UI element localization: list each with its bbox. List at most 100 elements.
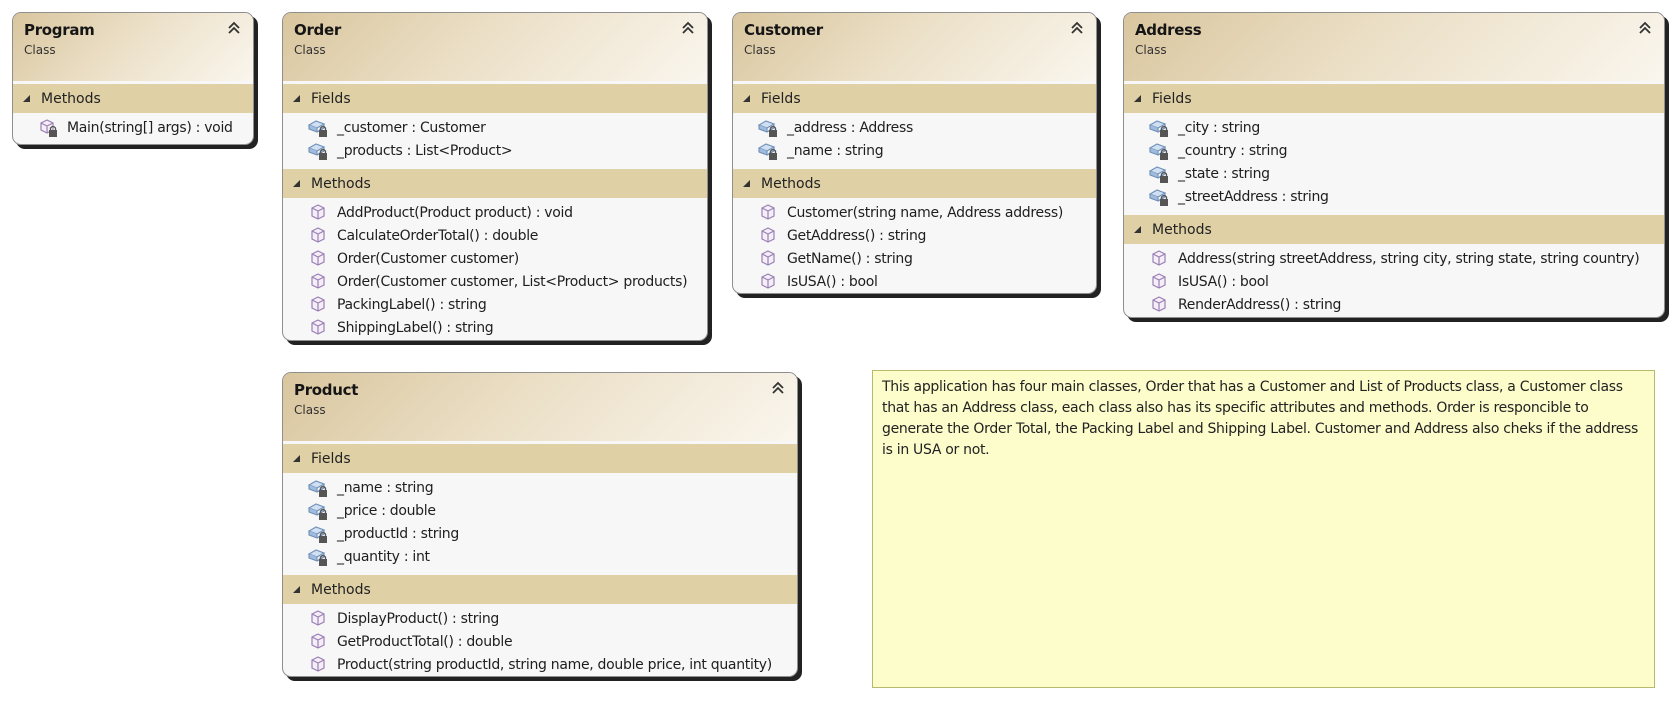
method-row[interactable]: Product(string productId, string name, d… [283,653,797,676]
expanded-triangle-icon [23,95,30,102]
expanded-triangle-icon [293,95,300,102]
class-box-program[interactable]: Program Class Methods Main(string[] args… [12,12,254,145]
method-row[interactable]: Address(string streetAddress, string cit… [1124,247,1664,270]
private-field-icon [307,502,327,520]
member-signature: CalculateOrderTotal() : double [337,227,539,244]
member-signature: Address(string streetAddress, string cit… [1178,250,1640,267]
field-row[interactable]: _products : List<Product> [283,139,707,162]
double-chevron-up-icon[interactable] [681,21,695,35]
method-cube-icon [311,272,325,289]
section-header-fields[interactable]: Fields [283,444,797,473]
class-box-address[interactable]: Address Class Fields _city : string _cou… [1123,12,1665,318]
member-signature: _streetAddress : string [1178,188,1329,205]
section-header-fields[interactable]: Fields [283,84,707,113]
note-text: This application has four main classes, … [882,379,1639,458]
field-row[interactable]: _address : Address [733,116,1096,139]
member-list: Address(string streetAddress, string cit… [1124,244,1664,317]
class-kind: Class [294,403,326,417]
member-signature: _state : string [1178,165,1270,182]
field-row[interactable]: _streetAddress : string [1124,185,1664,208]
private-field-icon [757,119,777,137]
field-row[interactable]: _country : string [1124,139,1664,162]
class-header[interactable]: Address Class [1124,13,1664,81]
method-cube-icon [1152,272,1166,289]
method-row[interactable]: Customer(string name, Address address) [733,201,1096,224]
method-row[interactable]: GetName() : string [733,247,1096,270]
method-cube-icon [761,272,775,289]
private-field-icon [307,548,327,566]
section-label: Fields [311,90,351,107]
field-row[interactable]: _price : double [283,499,797,522]
field-row[interactable]: _productId : string [283,522,797,545]
private-field-icon [1148,165,1168,183]
member-list: _customer : Customer _products : List<Pr… [283,113,707,166]
field-row[interactable]: _name : string [283,476,797,499]
member-signature: _name : string [787,142,884,159]
member-list: Customer(string name, Address address) G… [733,198,1096,293]
method-cube-icon [761,226,775,243]
method-row[interactable]: RenderAddress() : string [1124,293,1664,316]
method-row[interactable]: Main(string[] args) : void [13,116,253,139]
comment-note[interactable]: This application has four main classes, … [872,370,1655,688]
section-header-methods[interactable]: Methods [283,169,707,198]
field-row[interactable]: _city : string [1124,116,1664,139]
private-field-icon [757,142,777,160]
field-row[interactable]: _quantity : int [283,545,797,568]
class-box-product[interactable]: Product Class Fields _name : string _pri… [282,372,798,677]
member-list: _address : Address _name : string [733,113,1096,166]
double-chevron-up-icon[interactable] [1070,21,1084,35]
double-chevron-up-icon[interactable] [227,21,241,35]
field-row[interactable]: _state : string [1124,162,1664,185]
method-cube-icon [311,203,325,220]
section-label: Methods [311,175,371,192]
section-header-methods[interactable]: Methods [733,169,1096,198]
double-chevron-up-icon[interactable] [1638,21,1652,35]
method-row[interactable]: Order(Customer customer, List<Product> p… [283,270,707,293]
member-signature: Main(string[] args) : void [67,119,233,136]
method-row[interactable]: IsUSA() : bool [733,270,1096,293]
class-box-order[interactable]: Order Class Fields _customer : Customer … [282,12,708,341]
section-label: Methods [761,175,821,192]
class-name: Order [294,21,341,39]
section-header-fields[interactable]: Fields [733,84,1096,113]
method-cube-icon [761,249,775,266]
method-cube-icon [311,609,325,626]
class-header[interactable]: Order Class [283,13,707,81]
method-row[interactable]: GetAddress() : string [733,224,1096,247]
method-row[interactable]: DisplayProduct() : string [283,607,797,630]
method-row[interactable]: ShippingLabel() : string [283,316,707,339]
class-box-customer[interactable]: Customer Class Fields _address : Address… [732,12,1097,294]
class-name: Program [24,21,95,39]
private-field-icon [307,119,327,137]
member-signature: GetAddress() : string [787,227,927,244]
class-header[interactable]: Customer Class [733,13,1096,81]
double-chevron-up-icon[interactable] [771,381,785,395]
field-row[interactable]: _customer : Customer [283,116,707,139]
method-row[interactable]: AddProduct(Product product) : void [283,201,707,224]
member-signature: _productId : string [337,525,459,542]
section-header-methods[interactable]: Methods [1124,215,1664,244]
method-row[interactable]: PackingLabel() : string [283,293,707,316]
method-cube-icon [311,655,325,672]
section-header-methods[interactable]: Methods [283,575,797,604]
member-list: Main(string[] args) : void [13,113,253,143]
member-signature: _quantity : int [337,548,430,565]
method-row[interactable]: CalculateOrderTotal() : double [283,224,707,247]
method-row[interactable]: Order(Customer customer) [283,247,707,270]
method-row[interactable]: IsUSA() : bool [1124,270,1664,293]
class-header[interactable]: Product Class [283,373,797,441]
section-header-fields[interactable]: Fields [1124,84,1664,113]
field-row[interactable]: _name : string [733,139,1096,162]
private-field-icon [307,142,327,160]
section-header-methods[interactable]: Methods [13,84,253,113]
member-signature: GetName() : string [787,250,913,267]
method-row[interactable]: GetProductTotal() : double [283,630,797,653]
member-signature: AddProduct(Product product) : void [337,204,573,221]
class-header[interactable]: Program Class [13,13,253,81]
member-signature: Order(Customer customer, List<Product> p… [337,273,688,290]
member-signature: _name : string [337,479,434,496]
expanded-triangle-icon [743,95,750,102]
private-field-icon [307,479,327,497]
member-signature: _city : string [1178,119,1260,136]
